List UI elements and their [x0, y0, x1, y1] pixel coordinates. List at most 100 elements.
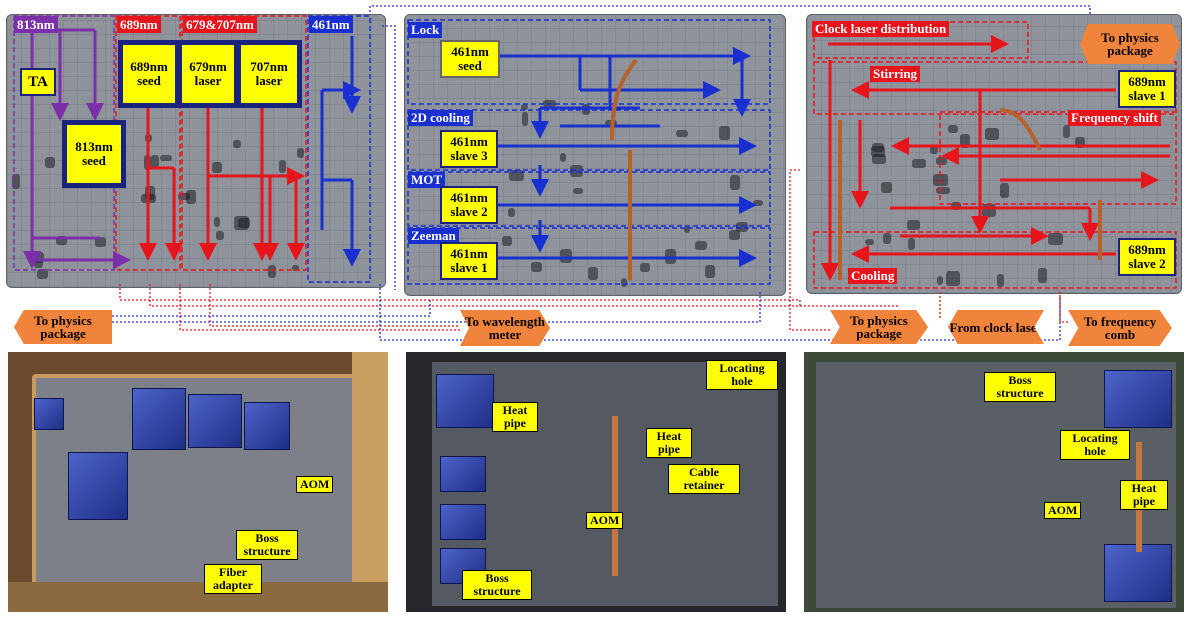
photo-left-table	[8, 582, 388, 612]
to-wavelength-meter: To wavelength meter	[460, 310, 550, 346]
optic-mount	[683, 225, 690, 233]
photo-right-laser-box-2	[1104, 544, 1172, 602]
photo-left-laser-box-3	[132, 388, 186, 450]
optic-mount	[215, 230, 224, 240]
section-label-zeeman: Zeeman	[408, 228, 459, 244]
section-lock	[407, 19, 771, 105]
seed-461-label: 461nm seed	[440, 40, 500, 78]
section-label-distribution: Clock laser distribution	[812, 21, 950, 37]
photo-middle-laser-box-1	[436, 374, 494, 428]
optic-mount	[871, 153, 886, 164]
ta-label: TA	[20, 68, 56, 96]
photo-middle-laser-box-3	[440, 504, 486, 540]
optic-mount	[871, 142, 884, 152]
slave1-689-label: 689nm slave 1	[1118, 70, 1176, 108]
header-813nm: 813nm	[14, 16, 58, 33]
optic-mount	[1075, 136, 1086, 148]
photo-right-heat-pipe-label: Heat pipe	[1120, 480, 1168, 510]
optic-mount	[911, 158, 926, 168]
to-physics-package-middle: To physics package	[830, 310, 928, 344]
photo-right-breadboard: Boss structure Locating hole AOM Heat pi…	[804, 352, 1184, 612]
optic-mount	[1047, 233, 1063, 246]
section-stirring	[813, 61, 1177, 115]
optic-mount	[159, 155, 172, 162]
section-label-stirring: Stirring	[870, 66, 921, 82]
slave2-689-label: 689nm slave 2	[1118, 238, 1176, 276]
section-frequency-shift	[939, 111, 1177, 205]
optic-mount	[640, 263, 651, 273]
optic-mount	[569, 164, 583, 177]
section-label-mot: MOT	[408, 172, 446, 188]
optic-mount	[12, 173, 21, 189]
optic-mount	[997, 274, 1005, 288]
photo-left-laser-box-1	[34, 398, 64, 430]
section-label-2d-cooling: 2D cooling	[408, 110, 473, 126]
laser-707-label: 707nm laser	[236, 40, 302, 108]
section-mot	[407, 171, 771, 227]
optic-mount	[752, 199, 763, 206]
section-label-cooling: Cooling	[848, 268, 898, 284]
optic-mount	[521, 112, 528, 127]
optic-mount	[985, 128, 1000, 141]
photo-middle-laser-box-2	[440, 456, 486, 492]
section-zeeman	[407, 227, 771, 285]
optic-mount	[211, 162, 222, 174]
photo-middle-boss-label: Boss structure	[462, 570, 532, 600]
optic-mount	[151, 155, 160, 170]
optic-mount	[502, 236, 513, 247]
optic-mount	[907, 220, 921, 231]
optic-mount	[621, 278, 628, 288]
photo-right-locating-label: Locating hole	[1060, 430, 1130, 460]
photo-right-aom-label: AOM	[1044, 502, 1082, 519]
optic-mount	[186, 190, 197, 205]
optic-mount	[531, 261, 543, 272]
photo-middle-laser-box-4	[440, 548, 486, 584]
optic-mount	[509, 170, 525, 182]
header-461nm: 461nm	[309, 16, 353, 33]
section-cooling	[813, 231, 1177, 289]
optic-mount	[145, 185, 156, 200]
optic-mount	[947, 125, 958, 134]
photo-left-edge	[352, 352, 388, 612]
optic-mount	[291, 265, 299, 272]
section-679-707	[181, 15, 307, 271]
optic-mount	[1062, 124, 1070, 138]
slave3-461-label: 461nm slave 3	[440, 130, 498, 168]
photo-middle-aom-label: AOM	[586, 512, 624, 529]
optic-mount	[587, 267, 598, 281]
photo-middle-breadboard: Heat pipe Heat pipe Locating hole Cable …	[406, 352, 786, 612]
to-physics-package-top: To physics package	[1080, 24, 1180, 64]
optic-mount	[936, 276, 943, 286]
optic-mount	[930, 145, 939, 155]
optic-mount	[559, 249, 572, 264]
optic-mount	[296, 148, 304, 159]
photo-middle-heat-pipe-label-1: Heat pipe	[492, 402, 538, 432]
optic-mount	[999, 183, 1009, 199]
to-frequency-comb: To frequency comb	[1068, 310, 1172, 346]
to-physics-package-left: To physics package	[14, 310, 112, 344]
slave1-461-label: 461nm slave 1	[440, 242, 498, 280]
optic-mount	[880, 182, 892, 194]
section-label-frequency-shift: Frequency shift	[1068, 110, 1161, 126]
seed-813-label: 813nm seed	[62, 120, 126, 188]
photo-left-laser-box-4	[188, 394, 242, 448]
photo-left-breadboard: AOM Boss structure Fiber adapter	[8, 352, 388, 612]
photo-left-laser-box-2	[68, 452, 128, 520]
photo-left-fiber-label: Fiber adapter	[204, 564, 262, 594]
optic-mount	[675, 130, 688, 138]
optic-mount	[44, 156, 55, 168]
optic-mount	[507, 208, 515, 218]
optic-mount	[735, 222, 748, 233]
optic-mount	[178, 193, 191, 201]
optic-mount	[572, 187, 583, 194]
seed-689-label: 689nm seed	[118, 40, 180, 108]
optic-mount	[945, 271, 960, 287]
from-clock-laser: From clock laser	[948, 310, 1044, 344]
optic-mount	[882, 233, 891, 245]
optic-mount	[865, 238, 875, 245]
photo-left-laser-box-5	[244, 402, 290, 450]
photo-left-aom-label: AOM	[296, 476, 334, 493]
optic-mount	[719, 126, 731, 141]
header-679-707nm: 679&707nm	[183, 16, 257, 33]
optic-mount	[232, 139, 241, 148]
